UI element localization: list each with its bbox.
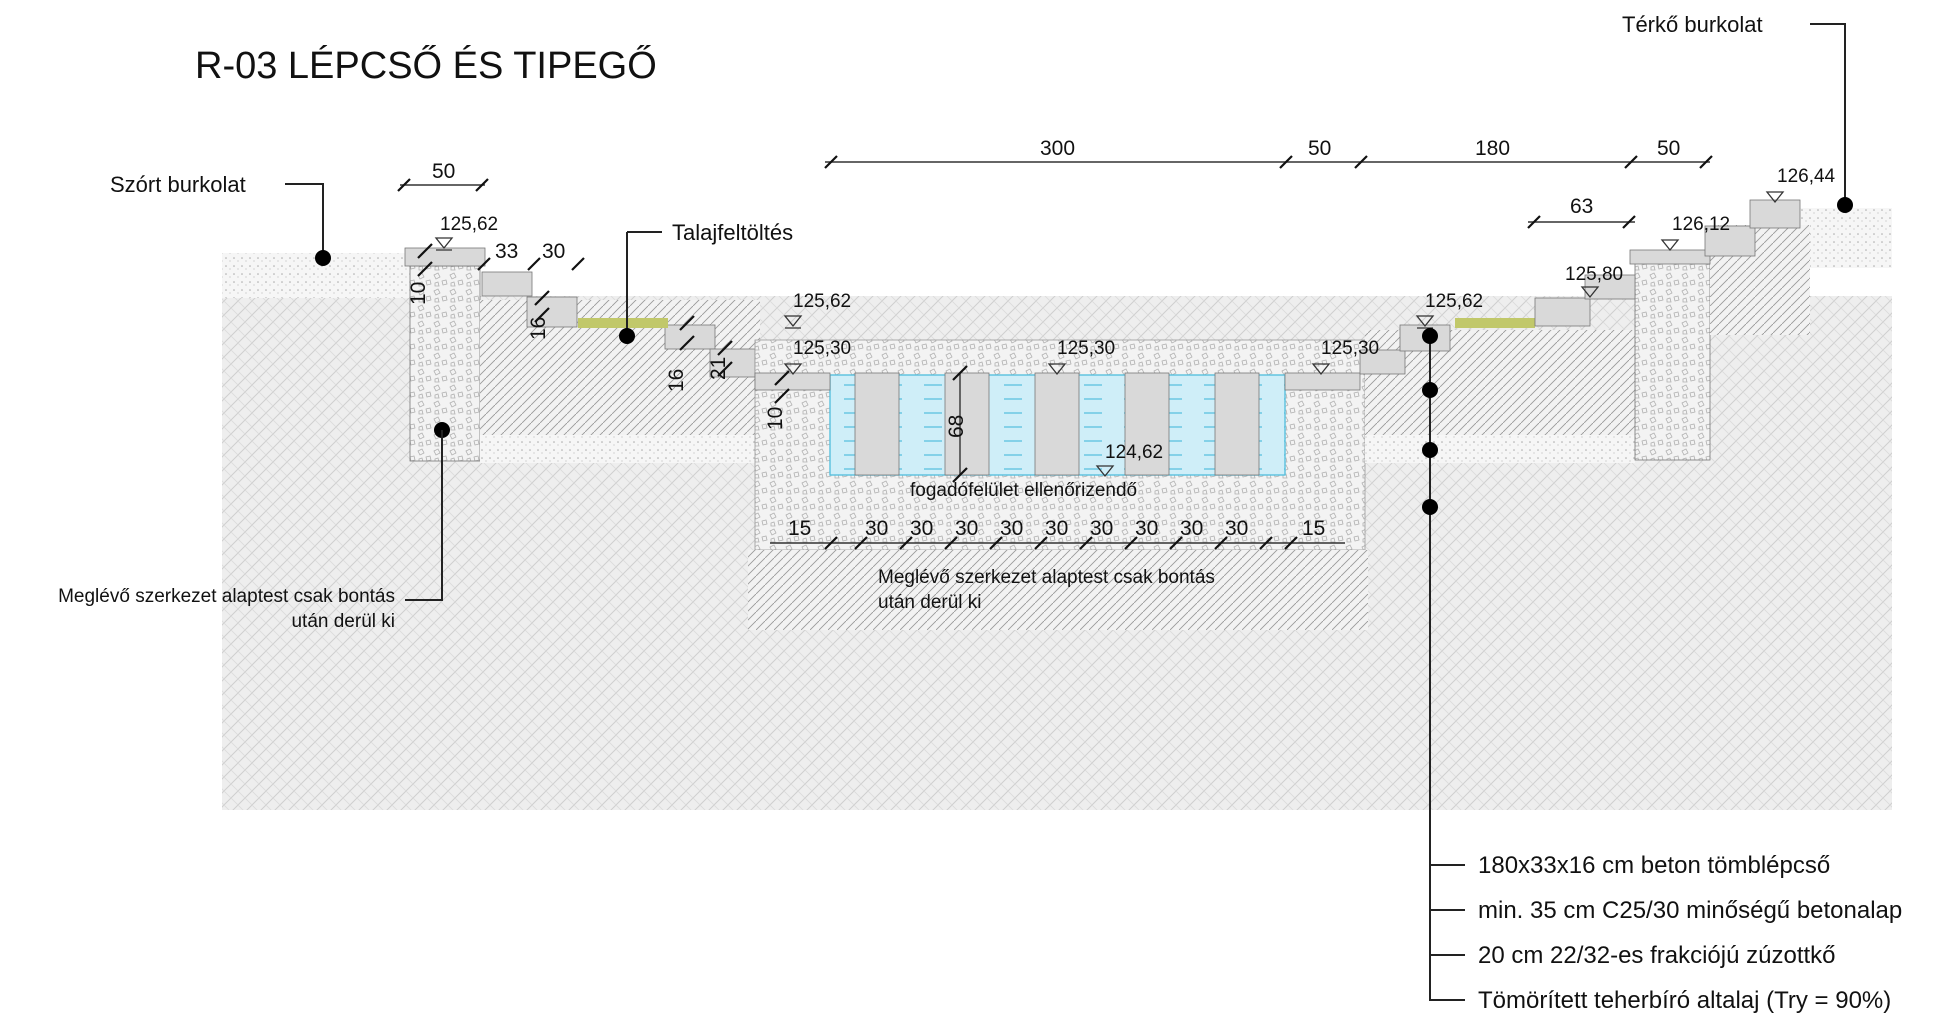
step-block (1629, 249, 1711, 265)
step-block (709, 348, 756, 378)
dimension-tick (824, 536, 1298, 550)
label-meglevo-left-line2: után derül ki (291, 611, 395, 632)
dimension-tick (417, 243, 433, 277)
level-label: 124,62 (1105, 442, 1163, 463)
dim-label: 30 (1090, 517, 1113, 540)
leader-dot (1422, 328, 1438, 344)
level-label: 125,30 (1321, 338, 1379, 359)
dim-label-vertical: 16 (527, 317, 550, 340)
stepping-stone (944, 372, 990, 476)
dim-label: 50 (432, 160, 455, 183)
level-label: 126,12 (1672, 214, 1730, 235)
label-terko-burkolat: Térkő burkolat (1622, 12, 1763, 37)
dimension-tick (679, 315, 695, 351)
level-marker-group (434, 191, 1785, 478)
level-label: 125,80 (1565, 264, 1623, 285)
leader-line (285, 183, 324, 256)
dim-label-vertical: 16 (665, 369, 688, 392)
dim-label: 50 (1657, 137, 1680, 160)
dim-label: 30 (910, 517, 933, 540)
stepping-stone (854, 372, 900, 476)
step-block (1749, 199, 1801, 229)
dim-label-vertical: 21 (707, 357, 730, 380)
label-szort-burkolat: Szórt burkolat (110, 172, 246, 197)
label-meglevo-left-line1: Meglévő szerkezet alaptest csak bontás (58, 586, 395, 607)
right-foundation (1634, 259, 1711, 461)
stepping-stone (1214, 372, 1260, 476)
legend-leader-line (1429, 336, 1465, 1001)
dim-label: 15 (1302, 517, 1325, 540)
step-block (481, 271, 533, 297)
leader-dot (315, 250, 331, 266)
dim-label: 15 (788, 517, 811, 540)
left-gravel-base (480, 435, 760, 463)
dim-label-vertical: 68 (945, 415, 968, 438)
stepping-stone (1124, 372, 1170, 476)
drawing-title: R-03 LÉPCSŐ ÉS TIPEGŐ (195, 44, 657, 87)
step-block (664, 324, 716, 350)
dim-label: 33 (495, 240, 518, 263)
leader-dot (1422, 382, 1438, 398)
label-talajfeltoltes: Talajfeltöltés (672, 220, 793, 245)
dim-label: 30 (1180, 517, 1203, 540)
dim-label: 30 (1045, 517, 1068, 540)
leader-line (626, 231, 662, 334)
label-meglevo-center-line1: Meglévő szerkezet alaptest csak bontás (878, 567, 1215, 588)
leader-dot (1837, 197, 1853, 213)
dimension-tick (717, 340, 733, 377)
legend-item-1: 180x33x16 cm beton tömblépcső (1478, 852, 1830, 879)
leader-line (405, 430, 443, 601)
center-slab-right (1284, 372, 1361, 391)
step-block (404, 247, 486, 267)
level-label: 125,30 (793, 338, 851, 359)
center-existing-hatch (748, 550, 1368, 630)
right-gravel-base (1365, 435, 1635, 463)
dim-label: 30 (1135, 517, 1158, 540)
stepping-stone (1034, 372, 1080, 476)
dim-label: 30 (955, 517, 978, 540)
level-label: 125,62 (440, 214, 498, 235)
dim-label-vertical: 10 (764, 407, 787, 430)
leader-line (1810, 23, 1846, 203)
legend-item-2: min. 35 cm C25/30 minőségű betonalap (1478, 897, 1902, 924)
dimension-tick (1527, 215, 1636, 229)
dim-label: 30 (1225, 517, 1248, 540)
step-block (1534, 297, 1591, 327)
dim-label: 63 (1570, 195, 1593, 218)
legend-item-3: 20 cm 22/32-es frakciójú zúzottkő (1478, 942, 1836, 969)
level-label: 125,62 (793, 291, 851, 312)
dim-label: 300 (1040, 137, 1075, 160)
dimension-tick (477, 257, 585, 271)
grass-left (578, 318, 668, 328)
level-label: 125,30 (1057, 338, 1115, 359)
level-label: 126,44 (1777, 166, 1836, 187)
dimension-tick (774, 370, 790, 404)
step-block (1704, 225, 1756, 257)
leader-dot (619, 328, 635, 344)
dimension-tick (397, 178, 489, 192)
dim-label: 30 (542, 240, 565, 263)
dim-label-vertical: 10 (407, 282, 430, 305)
center-slab-left (754, 372, 831, 391)
dimension-tick (824, 155, 1713, 169)
level-label: 125,62 (1425, 291, 1483, 312)
dim-label: 30 (1000, 517, 1023, 540)
dim-label: 180 (1475, 137, 1510, 160)
legend-item-4: Tömörített teherbíró altalaj (Try = 90%) (1478, 987, 1891, 1014)
leader-dot (1422, 499, 1438, 515)
leader-dot (1422, 442, 1438, 458)
step-block (1359, 349, 1406, 375)
grass-right (1455, 318, 1535, 328)
dim-label: 30 (865, 517, 888, 540)
step-block (526, 296, 578, 328)
dim-label: 50 (1308, 137, 1331, 160)
dimension-tick (534, 290, 550, 323)
label-fogadofelulet: fogadófelület ellenőrizendő (910, 480, 1137, 501)
label-meglevo-center-line2: után derül ki (878, 592, 982, 613)
top-soil-right (1800, 208, 1892, 268)
dimension-tick (952, 365, 968, 483)
